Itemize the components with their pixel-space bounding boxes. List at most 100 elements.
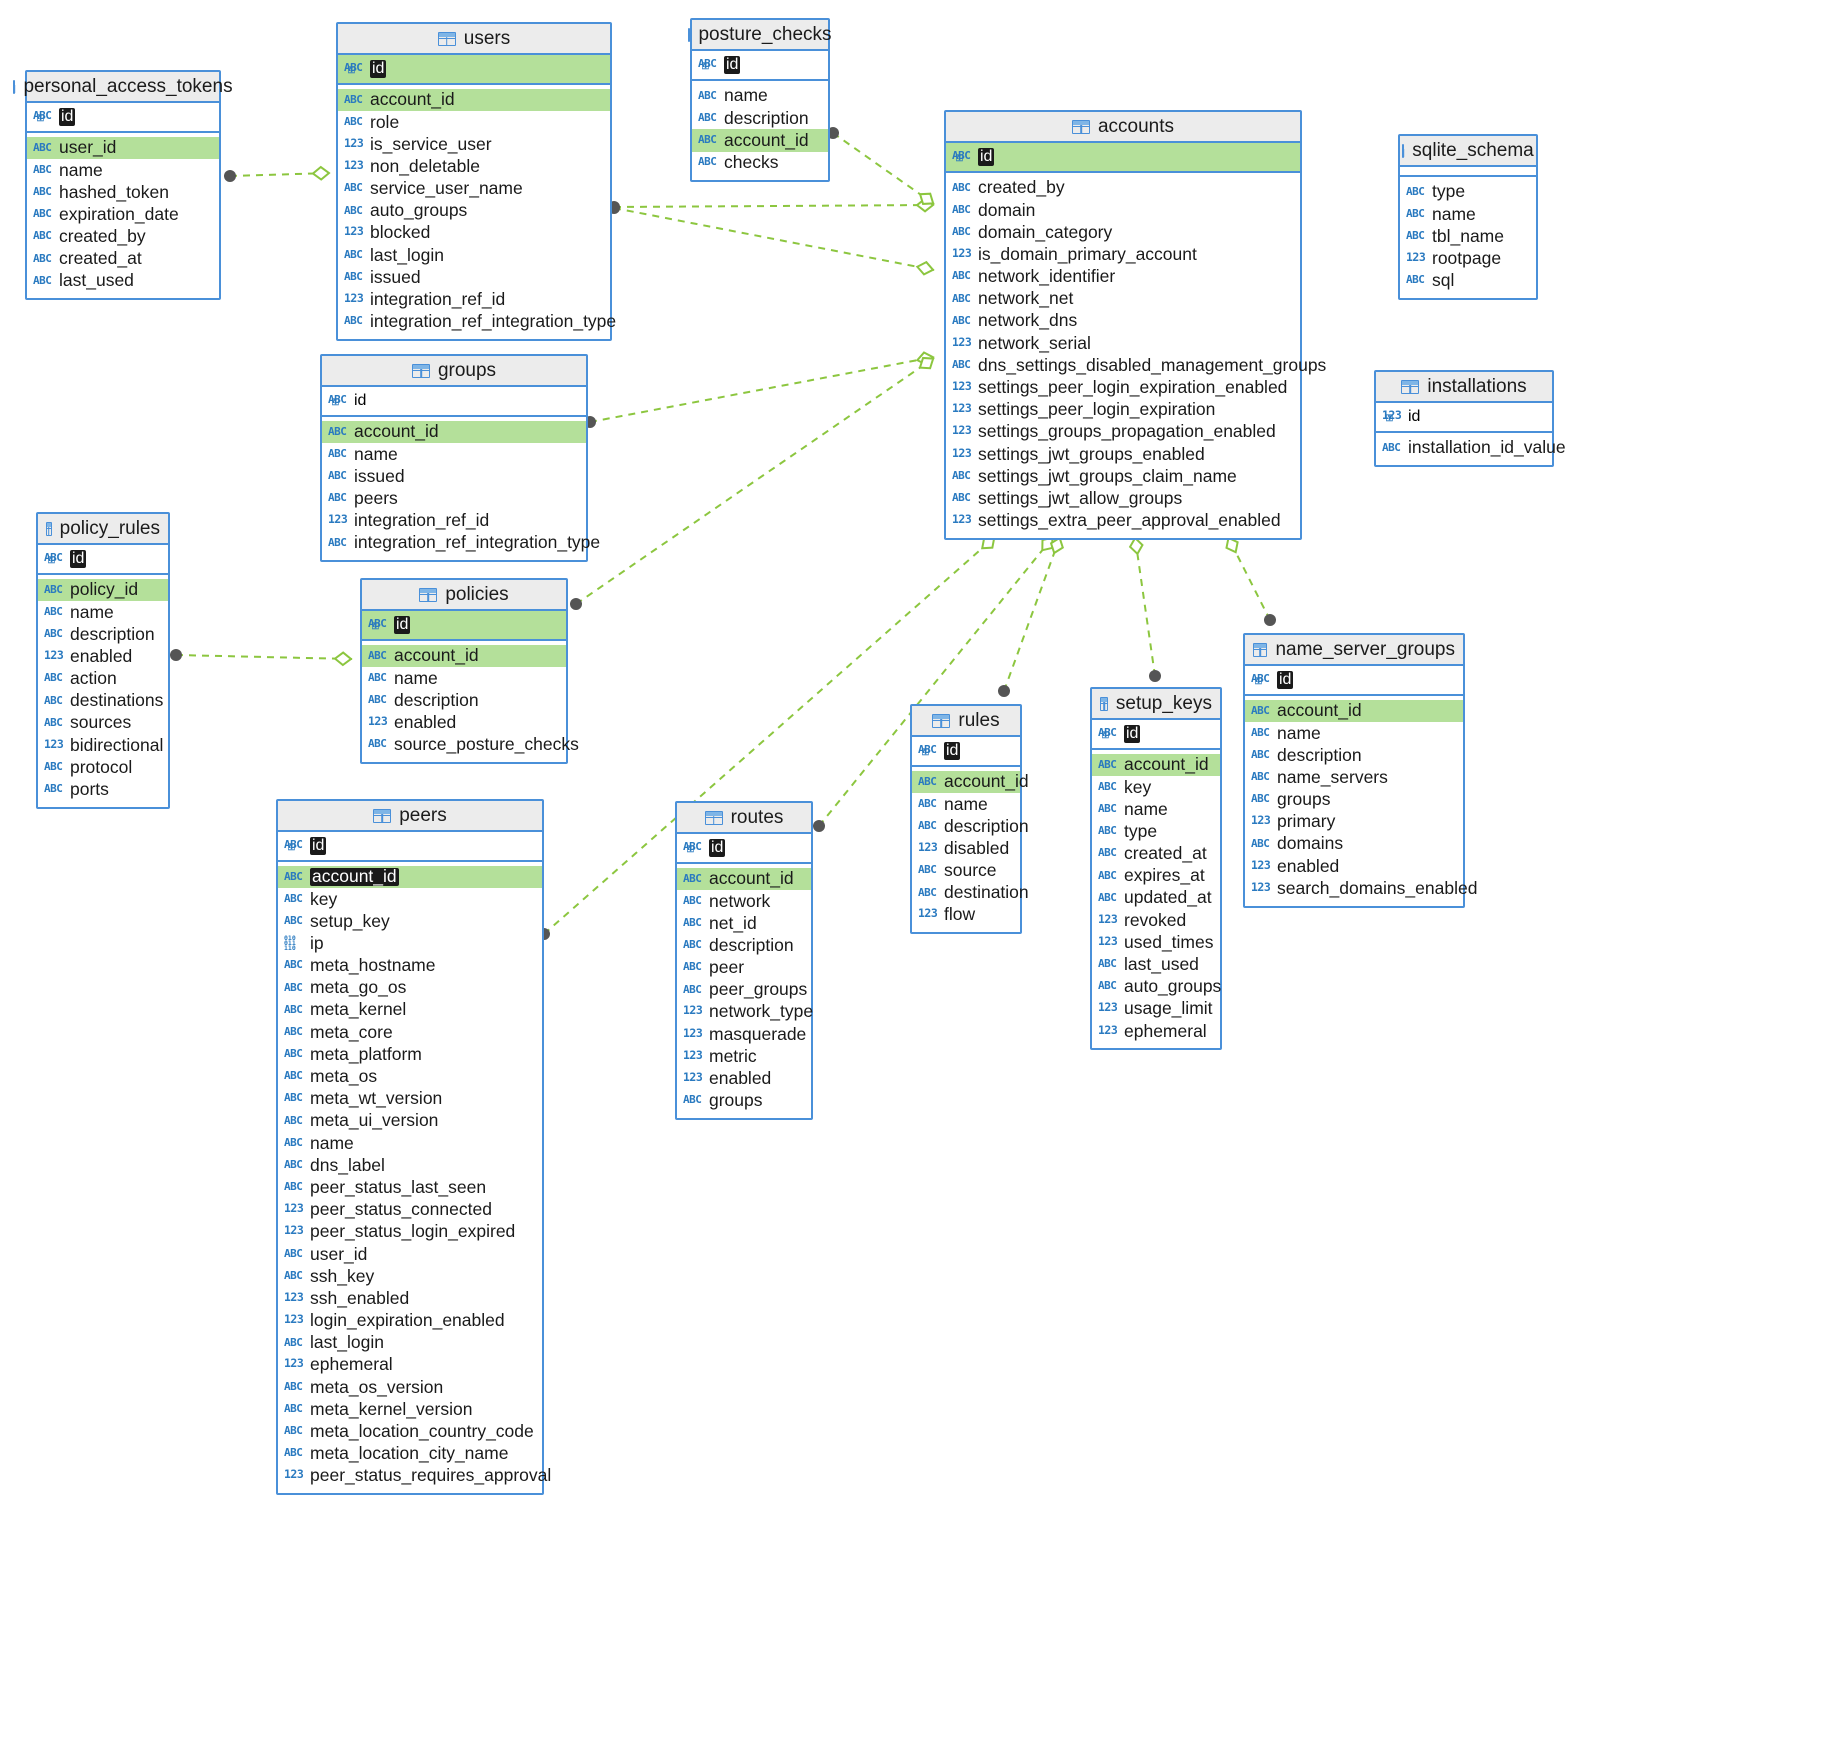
primary-key-row-routes[interactable]: ABC⚿id	[677, 834, 811, 864]
table-header-accounts[interactable]: accounts	[946, 112, 1300, 143]
primary-key-row-posture_checks[interactable]: ABC⚿id	[692, 51, 828, 81]
primary-key-row-peers[interactable]: ABC⚿id	[278, 832, 542, 862]
table-header-installations[interactable]: installations	[1376, 372, 1552, 403]
table-header-name_server_groups[interactable]: name_server_groups	[1245, 635, 1463, 666]
table-header-groups[interactable]: groups	[322, 356, 586, 387]
primary-key-row-name_server_groups[interactable]: ABC⚿id	[1245, 666, 1463, 696]
table-header-routes[interactable]: routes	[677, 803, 811, 834]
table-header-personal_access_tokens[interactable]: personal_access_tokens	[13, 72, 233, 103]
table-header-sqlite_schema[interactable]: sqlite_schema	[1400, 136, 1536, 167]
primary-key-row-sqlite_schema[interactable]	[1400, 167, 1536, 177]
table-header-posture_checks[interactable]: posture_checks	[688, 20, 832, 51]
table-header-users[interactable]: users	[338, 24, 610, 55]
table-header-rules[interactable]: rules	[912, 706, 1020, 737]
primary-key-row-rules[interactable]: ABC⚿id	[912, 737, 1020, 767]
primary-key-row-installations[interactable]: 123⚿id	[1376, 403, 1552, 433]
